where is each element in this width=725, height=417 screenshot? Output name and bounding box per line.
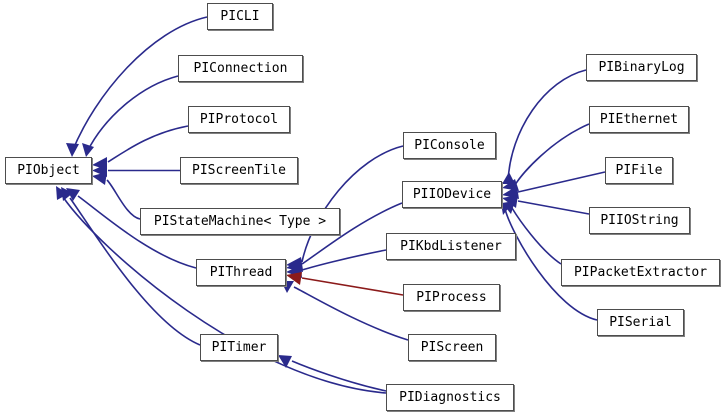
class-node-pifile[interactable]: PIFile — [605, 157, 673, 184]
class-label-pibinarylog: PIBinaryLog — [598, 60, 685, 75]
class-label-piscreen: PIScreen — [420, 340, 484, 355]
class-label-pithread: PIThread — [209, 265, 273, 280]
class-node-piiostring[interactable]: PIIOString — [589, 207, 690, 234]
class-node-pikbdlistener[interactable]: PIKbdListener — [386, 233, 516, 260]
class-label-piserial: PISerial — [609, 315, 672, 330]
edge-pidiagnostics-to-pitimer — [278, 355, 387, 392]
class-label-picli: PICLI — [220, 9, 260, 24]
class-node-piiodevice[interactable]: PIIODevice — [402, 181, 502, 208]
edge-piscreen-to-pithread — [281, 281, 409, 341]
class-node-piconnection[interactable]: PIConnection — [178, 55, 303, 82]
edge-pifile-to-piiodevice — [502, 171, 606, 199]
edge-picli-to-piobject — [66, 16, 208, 157]
class-label-piprocess: PIProcess — [416, 290, 487, 305]
class-label-piethernet: PIEthernet — [599, 112, 679, 127]
class-node-piscreen[interactable]: PIScreen — [408, 334, 496, 361]
class-node-pitimer[interactable]: PITimer — [200, 334, 278, 361]
class-label-pikbdlistener: PIKbdListener — [400, 239, 502, 254]
class-node-piobject[interactable]: PIObject — [5, 157, 92, 184]
edge-piethernet-to-piiodevice — [502, 123, 590, 191]
class-node-piscreentile[interactable]: PIScreenTile — [180, 157, 298, 184]
class-node-pidiagnostics[interactable]: PIDiagnostics — [386, 384, 514, 411]
class-node-piprotocol[interactable]: PIProtocol — [188, 106, 290, 133]
class-label-piiostring: PIIOString — [600, 213, 679, 228]
edge-pistatemachine-to-piobject — [92, 172, 141, 220]
class-label-piobject: PIObject — [17, 163, 80, 178]
class-label-piiodevice: PIIODevice — [412, 187, 492, 202]
class-node-pithread[interactable]: PIThread — [196, 259, 286, 286]
class-node-pipacketextractor[interactable]: PIPacketExtractor — [561, 259, 720, 286]
class-node-pistatemachine[interactable]: PIStateMachine< Type > — [140, 208, 340, 235]
class-label-piconnection: PIConnection — [193, 61, 288, 76]
class-label-piconsole: PIConsole — [414, 138, 485, 153]
class-label-piscreentile: PIScreenTile — [192, 163, 286, 178]
edge-pikbdlistener-to-pithread — [286, 249, 387, 278]
class-node-piconsole[interactable]: PIConsole — [403, 132, 496, 159]
class-label-pitimer: PITimer — [211, 340, 267, 355]
class-label-piprotocol: PIProtocol — [199, 112, 279, 127]
class-node-piserial[interactable]: PISerial — [597, 309, 684, 336]
class-label-pipacketextractor: PIPacketExtractor — [573, 265, 708, 280]
class-label-pifile: PIFile — [615, 163, 663, 178]
class-label-pistatemachine: PIStateMachine< Type > — [153, 214, 327, 229]
class-node-piethernet[interactable]: PIEthernet — [589, 106, 689, 133]
edge-piscreentile-to-piobject — [92, 164, 180, 177]
edge-piconnection-to-piobject — [82, 75, 179, 157]
class-node-piprocess[interactable]: PIProcess — [403, 284, 500, 311]
class-node-pibinarylog[interactable]: PIBinaryLog — [586, 54, 697, 81]
edge-piiostring-to-piiodevice — [502, 195, 590, 215]
class-node-picli[interactable]: PICLI — [207, 3, 273, 30]
edge-piprocess-to-pithread — [286, 272, 404, 296]
class-label-pidiagnostics: PIDiagnostics — [399, 390, 501, 405]
edge-piprotocol-to-piobject — [92, 125, 189, 170]
edge-pibinarylog-to-piiodevice — [502, 69, 587, 184]
